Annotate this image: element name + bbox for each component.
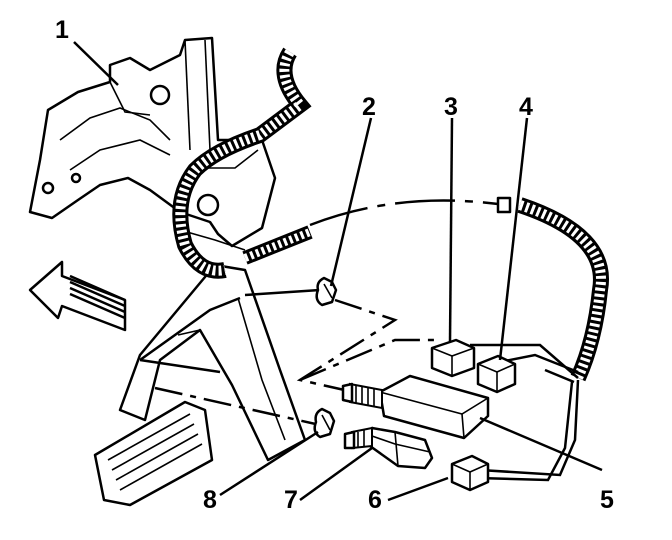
stop-lamp-switch bbox=[343, 426, 434, 470]
connector-6 bbox=[450, 454, 490, 492]
callout-1: 1 bbox=[55, 16, 69, 44]
callout-6: 6 bbox=[368, 486, 382, 514]
leader-lines bbox=[73, 41, 603, 502]
cruise-release-switch bbox=[341, 374, 490, 440]
front-direction-arrow bbox=[28, 260, 127, 332]
callout-3: 3 bbox=[444, 93, 458, 121]
connector-3 bbox=[430, 338, 476, 378]
connector-4 bbox=[476, 354, 517, 394]
callout-7: 7 bbox=[284, 486, 298, 514]
callout-8: 8 bbox=[203, 486, 217, 514]
callout-2: 2 bbox=[362, 93, 376, 121]
installation-guides bbox=[139, 288, 440, 427]
callout-5: 5 bbox=[600, 486, 614, 514]
switch-clip-lower bbox=[313, 407, 336, 439]
wiring-harness bbox=[172, 47, 609, 482]
pedal-bracket bbox=[28, 36, 277, 251]
callout-4: 4 bbox=[519, 93, 533, 121]
brake-pedal-pad bbox=[93, 400, 214, 507]
callout-labels: 1 2 3 4 5 6 7 8 bbox=[55, 16, 614, 514]
